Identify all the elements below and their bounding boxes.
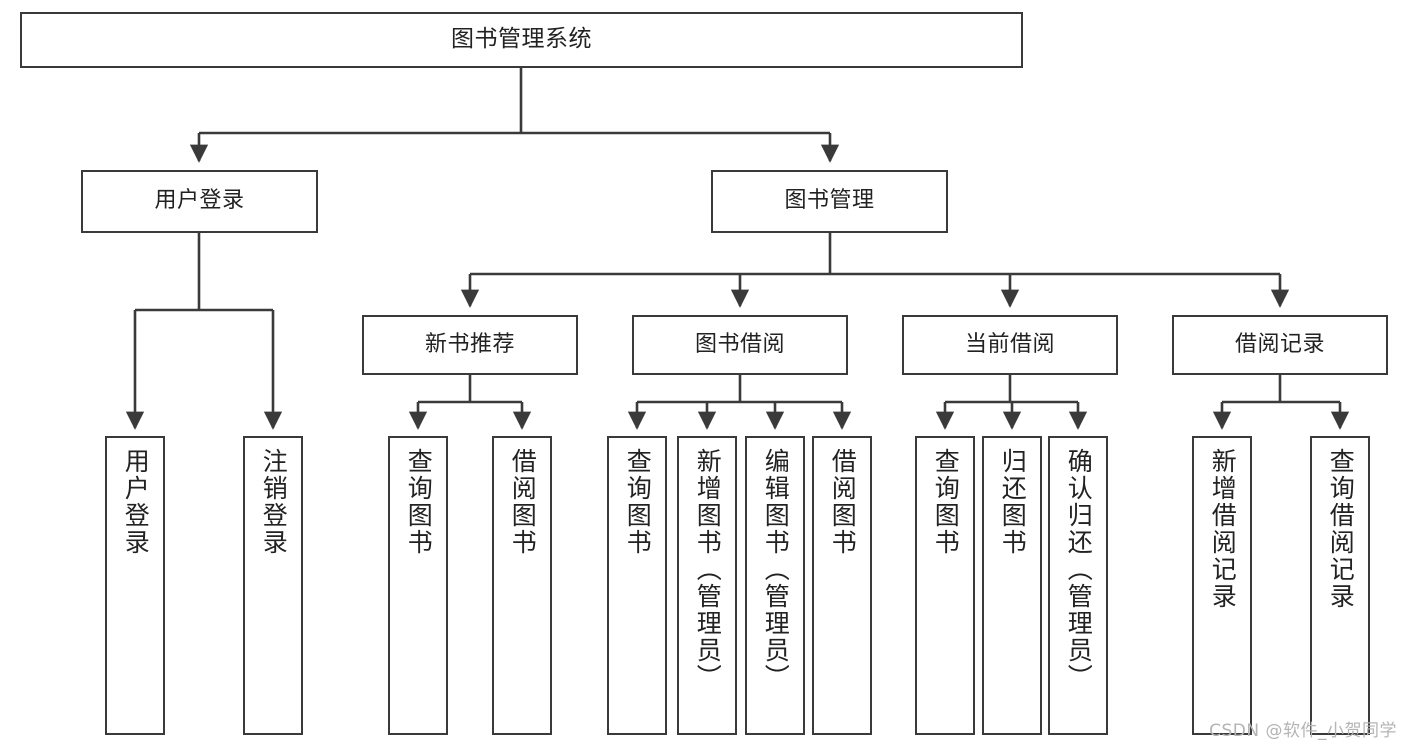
node-label: 确认归还（管理员） <box>1064 448 1094 691</box>
node-label: 归还图书 <box>998 448 1028 556</box>
connector-current-borrow-bus <box>945 375 1078 404</box>
node-label: 新增借阅记录 <box>1208 448 1238 610</box>
node-leaf-query-book-recommend[interactable]: 查询图书 <box>388 436 448 735</box>
node-leaf-borrow-book[interactable]: 借阅图书 <box>812 436 872 735</box>
connector-root-bus <box>199 68 830 135</box>
node-user-login[interactable]: 用户登录 <box>81 170 318 233</box>
node-label: 用户登录 <box>154 188 245 214</box>
node-label: 查询图书 <box>404 448 434 556</box>
connector-borrow-record-bus <box>1222 375 1340 404</box>
node-leaf-edit-book[interactable]: 编辑图书（管理员） <box>745 436 805 735</box>
node-leaf-return-book[interactable]: 归还图书 <box>982 436 1042 735</box>
node-book-management[interactable]: 图书管理 <box>711 170 948 233</box>
connector-book-borrow-bus <box>637 375 842 404</box>
node-borrow-record[interactable]: 借阅记录 <box>1172 315 1388 375</box>
node-leaf-add-borrow-record[interactable]: 新增借阅记录 <box>1192 436 1252 735</box>
node-leaf-query-borrow-record[interactable]: 查询借阅记录 <box>1310 436 1370 735</box>
node-current-borrow[interactable]: 当前借阅 <box>902 315 1118 375</box>
node-root-book-management-system[interactable]: 图书管理系统 <box>20 12 1023 68</box>
node-label: 图书管理 <box>784 188 875 214</box>
node-label: 图书借阅 <box>694 331 785 357</box>
node-leaf-query-book-current[interactable]: 查询图书 <box>915 436 975 735</box>
node-leaf-user-login[interactable]: 用户登录 <box>105 436 165 735</box>
connector-book-manage-bus <box>470 233 1280 276</box>
node-book-borrow[interactable]: 图书借阅 <box>632 315 848 375</box>
node-label: 当前借阅 <box>964 331 1055 357</box>
node-label: 图书管理系统 <box>451 26 592 53</box>
node-label: 借阅记录 <box>1234 331 1325 357</box>
node-label: 注销登录 <box>259 448 289 556</box>
node-leaf-logout-login[interactable]: 注销登录 <box>243 436 303 735</box>
node-leaf-borrow-book-recommend[interactable]: 借阅图书 <box>492 436 552 735</box>
watermark-text: CSDN @软件_小贺同学 <box>1209 721 1397 741</box>
connector-new-book-bus <box>418 375 522 404</box>
node-label: 查询图书 <box>931 448 961 556</box>
node-leaf-query-book-borrow[interactable]: 查询图书 <box>607 436 667 735</box>
node-label: 借阅图书 <box>828 448 858 556</box>
node-new-book-recommend[interactable]: 新书推荐 <box>362 315 578 375</box>
node-label: 查询图书 <box>623 448 653 556</box>
node-label: 用户登录 <box>121 448 151 556</box>
node-leaf-add-book[interactable]: 新增图书（管理员） <box>677 436 737 735</box>
connector-user-login-bus <box>135 233 273 312</box>
node-label: 新书推荐 <box>424 331 515 357</box>
node-label: 查询借阅记录 <box>1326 448 1356 610</box>
node-label: 借阅图书 <box>508 448 538 556</box>
node-label: 新增图书（管理员） <box>693 448 723 691</box>
node-leaf-confirm-return[interactable]: 确认归还（管理员） <box>1048 436 1108 735</box>
node-label: 编辑图书（管理员） <box>761 448 791 691</box>
